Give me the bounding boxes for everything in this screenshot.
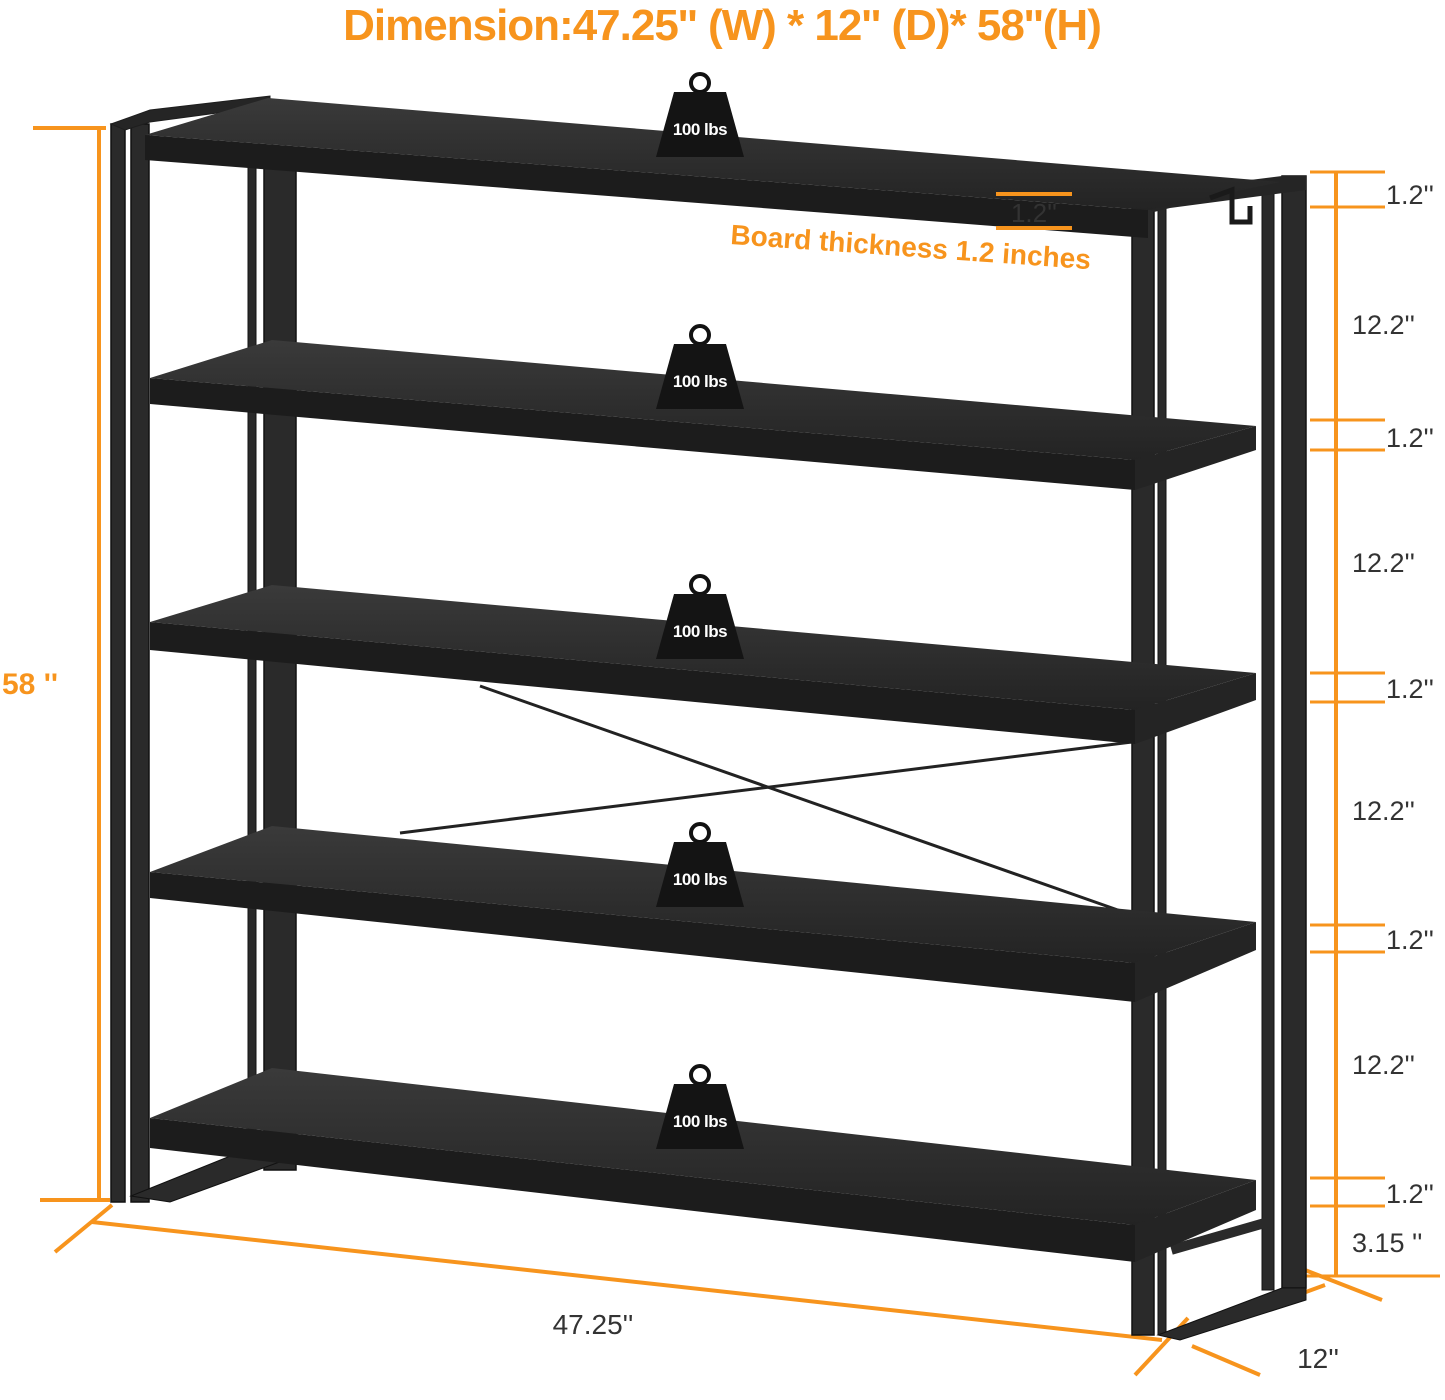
bookshelf — [109, 95, 1307, 1341]
weight-label: 100 lbs — [673, 870, 727, 889]
scale-label-2: 1.2'' — [1386, 423, 1434, 453]
height-label: 58 '' — [2, 668, 58, 701]
weight-label: 100 lbs — [673, 1112, 727, 1131]
scale-label-8: 1.2'' — [1386, 1179, 1434, 1209]
hook — [1209, 186, 1253, 225]
depth-label: 12'' — [1297, 1343, 1339, 1374]
weight-badge-2: 100 lbs — [656, 324, 744, 409]
right-scale: 1.2'' 12.2'' 1.2'' 12.2'' 1.2'' 12.2'' 1… — [1300, 170, 1440, 1278]
width-label: 47.25'' — [553, 1309, 634, 1340]
scale-label-3: 12.2'' — [1352, 548, 1415, 578]
scale-label-9: 3.15 '' — [1352, 1228, 1422, 1258]
weight-icon — [656, 822, 744, 907]
scale-label-0: 1.2'' — [1386, 180, 1434, 210]
weight-label: 100 lbs — [673, 622, 727, 641]
weight-label: 100 lbs — [673, 372, 727, 391]
weight-badge-1: 100 lbs — [656, 72, 744, 157]
weight-badge-3: 100 lbs — [656, 574, 744, 659]
scale-label-4: 1.2'' — [1386, 674, 1434, 704]
left-frame — [109, 95, 297, 1203]
scale-label-1: 12.2'' — [1352, 310, 1415, 340]
weight-icon — [656, 1064, 744, 1149]
weight-badge-5: 100 lbs — [656, 1064, 744, 1149]
weight-icon — [656, 72, 744, 157]
height-dimension: 58 '' — [0, 126, 110, 1202]
scale-label-7: 12.2'' — [1352, 1050, 1415, 1080]
cross-brace — [399, 684, 1133, 917]
right-frame — [1131, 175, 1307, 1341]
weight-badge-4: 100 lbs — [656, 822, 744, 907]
width-dimension: 47.25'' — [53, 1203, 1190, 1377]
weight-label: 100 lbs — [673, 120, 727, 139]
weight-icon — [656, 324, 744, 409]
scale-label-6: 1.2'' — [1386, 925, 1434, 955]
page-title: Dimension:47.25'' (W) * 12'' (D)* 58''(H… — [343, 1, 1101, 50]
weight-icon — [656, 574, 744, 659]
board-thickness-value: 1.2'' — [1011, 198, 1057, 228]
scale-label-5: 12.2'' — [1352, 796, 1415, 826]
